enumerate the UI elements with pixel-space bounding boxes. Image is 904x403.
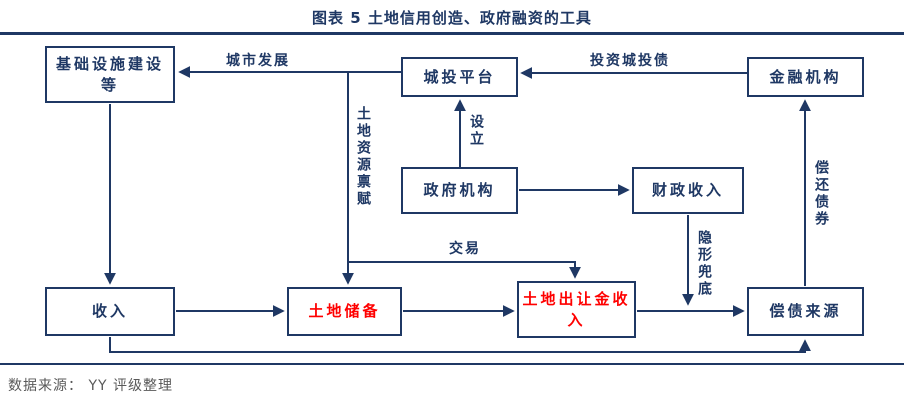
node-land-reserve: 土地储备 [287, 287, 402, 336]
edge-income-to-debtsource-bottom [109, 337, 811, 353]
edge-label-land-resource-endowment: 土地资源禀赋 [355, 106, 371, 208]
data-source-note: 数据来源： YY 评级整理 [8, 378, 174, 394]
edge-label-implicit-backstop: 隐形兜底 [696, 230, 712, 298]
node-chengtou-platform: 城投平台 [401, 57, 518, 97]
node-income: 收入 [45, 287, 175, 336]
node-fiscal-revenue: 财政收入 [632, 167, 744, 214]
node-debt-repayment-source: 偿债来源 [747, 287, 864, 336]
edge-label-repay-bonds: 偿还债券 [813, 160, 829, 228]
edge-label-urban-development: 城市发展 [226, 53, 290, 69]
figure-title: 图表 5 土地信用创造、政府融资的工具 [312, 9, 592, 27]
node-government-agency: 政府机构 [401, 167, 518, 214]
node-infrastructure: 基础设施建设等 [45, 46, 175, 103]
edge-label-transaction: 交易 [449, 241, 481, 257]
top-rule [0, 32, 904, 35]
edge-label-establish: 设立 [468, 114, 484, 148]
node-financial-institution: 金融机构 [747, 57, 864, 97]
bottom-rule [0, 363, 904, 365]
edge-label-invest-chengtou-bonds: 投资城投债 [590, 53, 670, 69]
node-land-transfer-income: 土地出让金收入 [517, 281, 636, 338]
edge-transaction-path [348, 261, 581, 279]
